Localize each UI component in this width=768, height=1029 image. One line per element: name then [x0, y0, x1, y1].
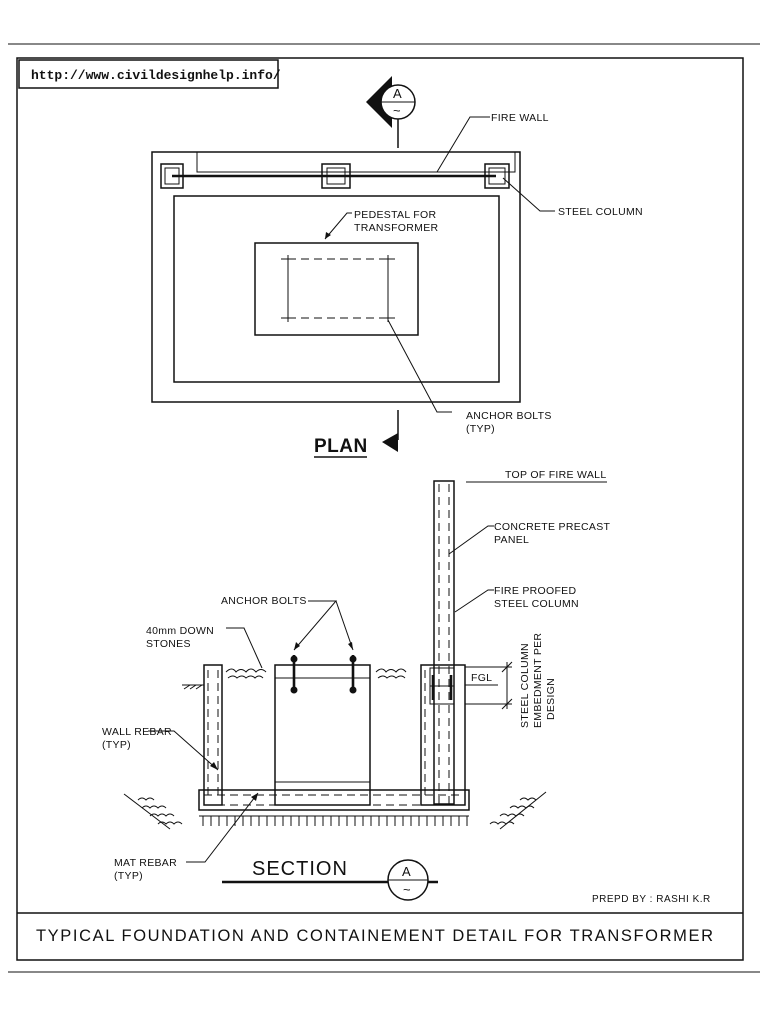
drawing-title: TYPICAL FOUNDATION AND CONTAINEMENT DETA… — [36, 927, 715, 945]
svg-text:DESIGN: DESIGN — [545, 678, 557, 720]
section-view: TOP OF FIRE WALL CONCRETE PRECAST PANEL … — [102, 469, 611, 901]
label-mat-rebar-line2: (TYP) — [114, 870, 143, 882]
pedestal-section — [274, 664, 371, 806]
svg-text:A: A — [402, 864, 411, 879]
section-title: SECTION — [252, 858, 348, 880]
anchor-bolt — [290, 655, 298, 694]
label-fireproof-line1: FIRE PROOFED — [494, 585, 576, 597]
leader-fire-wall — [436, 116, 490, 173]
label-top-of-fire-wall: TOP OF FIRE WALL — [505, 469, 606, 481]
plan-view: A ~ FIRE WALL STEEL COLUMN PEDESTAL FOR … — [151, 76, 643, 458]
label-wall-rebar-line2: (TYP) — [102, 739, 131, 751]
plan-title: PLAN — [314, 436, 368, 457]
transformer-pedestal — [254, 242, 419, 336]
label-stones-line1: 40mm DOWN — [146, 625, 214, 637]
label-precast-line2: PANEL — [494, 534, 529, 546]
blinding-hatch — [199, 815, 469, 826]
label-stones-line2: STONES — [146, 638, 191, 650]
leader-steel-column — [502, 177, 555, 212]
prepared-by: PREPD BY : RASHI K.R — [592, 894, 711, 905]
svg-text:STEEL COLUMN: STEEL COLUMN — [519, 643, 531, 728]
section-cut-marker-top: A ~ — [366, 76, 416, 148]
steel-column — [160, 163, 184, 189]
label-anchor-bolts-line2: (TYP) — [466, 423, 495, 435]
containment-wall-left — [203, 664, 223, 806]
svg-text:~: ~ — [393, 103, 401, 118]
label-mat-rebar-line1: MAT REBAR — [114, 857, 177, 869]
stones-fill — [225, 668, 407, 679]
excavation-right — [489, 791, 547, 830]
sheet-border — [8, 43, 760, 973]
precast-panel — [433, 480, 455, 805]
section-mark-symbol: A ~ — [387, 859, 429, 901]
label-steel-column: STEEL COLUMN — [558, 206, 643, 218]
label-anchor-bolts-section: ANCHOR BOLTS — [221, 595, 307, 607]
label-embedment: STEEL COLUMN EMBEDMENT PER DESIGN — [519, 633, 557, 728]
svg-text:A: A — [393, 86, 402, 101]
foundation-outline — [151, 151, 521, 403]
fire-wall-outline — [196, 151, 516, 173]
label-pedestal-line1: PEDESTAL FOR — [354, 209, 436, 221]
excavation-left — [123, 793, 183, 830]
section-cut-marker-bottom — [382, 410, 399, 452]
leader-pedestal — [324, 212, 352, 240]
label-fgl: FGL — [471, 672, 492, 684]
label-wall-rebar-line1: WALL REBAR — [102, 726, 172, 738]
label-pedestal-line2: TRANSFORMER — [354, 222, 438, 234]
url-label: http://www.civildesignhelp.info/ — [31, 68, 281, 83]
svg-text:~: ~ — [403, 882, 411, 897]
steel-column — [484, 163, 510, 189]
label-fire-wall: FIRE WALL — [491, 112, 549, 124]
anchor-bolt — [349, 655, 357, 694]
steel-column — [321, 163, 351, 189]
label-anchor-bolts-line1: ANCHOR BOLTS — [466, 410, 552, 422]
base-mat — [198, 789, 470, 811]
label-fireproof-line2: STEEL COLUMN — [494, 598, 579, 610]
svg-text:EMBEDMENT PER: EMBEDMENT PER — [532, 633, 544, 728]
label-precast-line1: CONCRETE PRECAST — [494, 521, 611, 533]
leader-anchor-bolts-plan — [387, 319, 452, 413]
containment-pit — [173, 195, 500, 383]
